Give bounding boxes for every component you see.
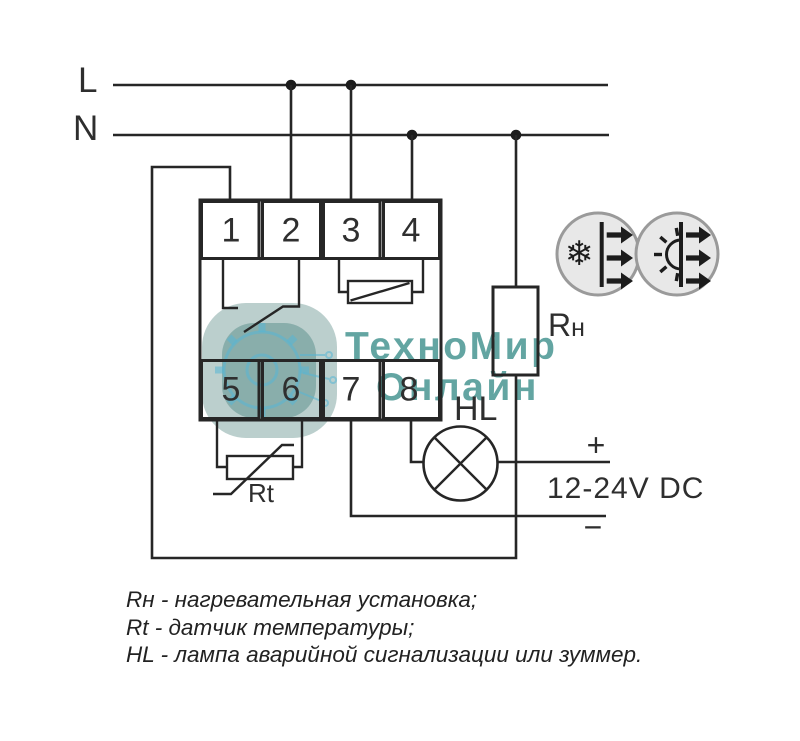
n-rail-label: N bbox=[73, 109, 99, 148]
coil-symbol bbox=[346, 279, 414, 305]
coil-diagonal bbox=[350, 281, 410, 302]
terminal-box-3 bbox=[322, 200, 382, 260]
terminal-6-number: 6 bbox=[281, 370, 301, 409]
terminal-box-7 bbox=[322, 359, 382, 420]
terminal-box-8 bbox=[382, 359, 441, 420]
heater-label: Rн bbox=[548, 309, 585, 341]
defrost-mode-icon: ❄ bbox=[555, 211, 641, 297]
heater-label-sub: н bbox=[571, 314, 585, 342]
terminal-box-6 bbox=[261, 359, 322, 420]
heater-label-main: R bbox=[548, 307, 572, 343]
plus-label: + bbox=[586, 427, 606, 463]
supply-voltage-label: 12-24V DC bbox=[547, 472, 705, 505]
terminal-4-number: 4 bbox=[401, 211, 421, 250]
device-section-lines bbox=[200, 257, 441, 362]
thermistor-diagonal bbox=[213, 443, 294, 496]
relay-contact-fixed bbox=[221, 258, 238, 310]
lamp-symbol bbox=[422, 425, 499, 502]
legend-sensor: Rt - датчик температуры; bbox=[126, 615, 415, 640]
heat-arrows bbox=[606, 226, 633, 290]
wire-terminal8-to-lamp bbox=[409, 420, 423, 464]
legend-lamp: HL - лампа аварийной сигнализации или зу… bbox=[126, 642, 643, 667]
heat-arrows bbox=[686, 226, 711, 290]
terminal-7-number: 7 bbox=[341, 370, 361, 409]
wire-terminal1-to-heater bbox=[150, 165, 518, 560]
heating-mode-icon bbox=[634, 211, 720, 297]
terminal-box-5 bbox=[200, 359, 261, 420]
terminal-3-number: 3 bbox=[341, 211, 361, 250]
coil-leads bbox=[337, 258, 425, 294]
minus-label: − bbox=[583, 509, 603, 545]
lamp-label: HL bbox=[454, 390, 498, 428]
heater-load-box bbox=[491, 285, 540, 377]
legend-heater: Rн - нагревательная установка; bbox=[126, 587, 478, 612]
terminal-box-4 bbox=[382, 200, 441, 260]
terminal-box-1 bbox=[200, 200, 261, 260]
thermistor-symbol bbox=[225, 454, 295, 481]
sun-rays bbox=[654, 227, 680, 282]
relay-contact-arm bbox=[243, 258, 301, 334]
wire-terminal7-to-minus bbox=[349, 420, 606, 518]
snowflake-icon: ❄ bbox=[565, 234, 594, 274]
sensor-label: Rt bbox=[248, 478, 274, 508]
sun-icon bbox=[665, 238, 682, 271]
terminal-1-number: 1 bbox=[221, 211, 241, 250]
l-rail-label: L bbox=[78, 61, 98, 100]
lamp-cross bbox=[433, 436, 488, 491]
mode-icons: ❄ bbox=[555, 211, 720, 297]
terminal-5-number: 5 bbox=[221, 370, 241, 409]
terminal-8-number: 8 bbox=[399, 370, 419, 409]
terminal-2-number: 2 bbox=[281, 211, 301, 250]
sensor-leads bbox=[215, 418, 304, 469]
terminal-box-2 bbox=[261, 200, 322, 260]
